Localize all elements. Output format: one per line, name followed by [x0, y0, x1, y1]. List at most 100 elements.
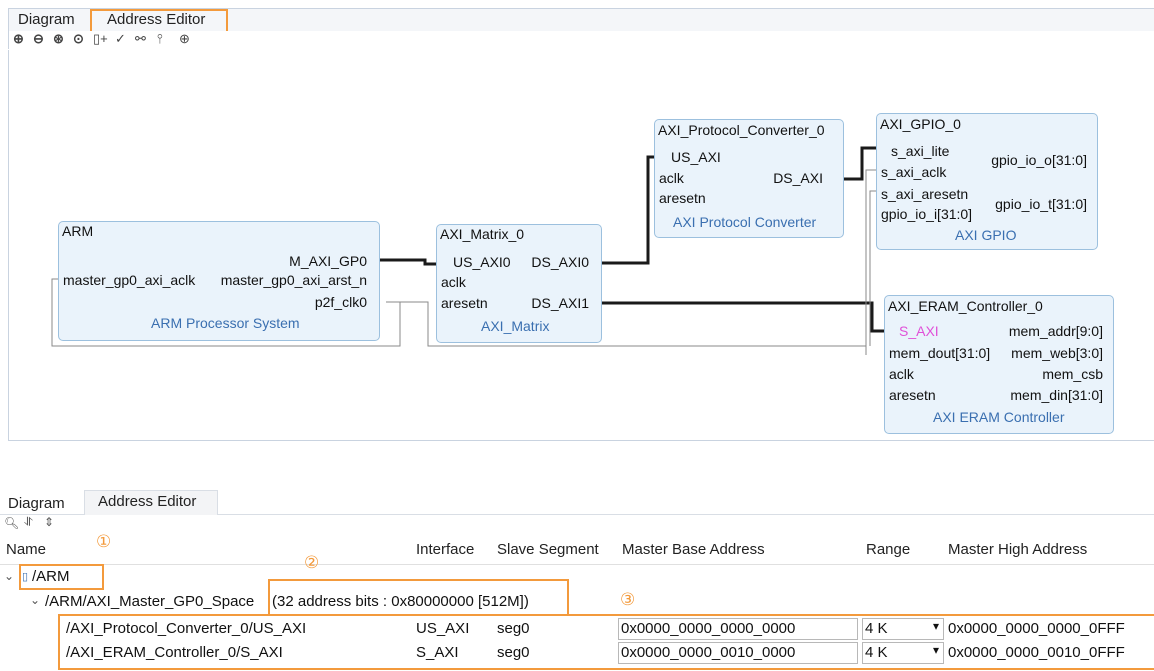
- column-master-base-address[interactable]: Master Base Address: [622, 541, 765, 558]
- range-select[interactable]: 4 K ▾: [862, 618, 944, 640]
- table-header: [0, 537, 1154, 565]
- row-name: /AXI_Protocol_Converter_0/US_AXI: [66, 620, 307, 637]
- table-row[interactable]: /AXI_ERAM_Controller_0/S_AXI S_AXI seg0 …: [0, 642, 1154, 666]
- wire-clk-loop: [51, 278, 401, 347]
- annotation-2: ②: [304, 553, 320, 572]
- tab-diagram[interactable]: Diagram: [18, 11, 75, 28]
- port-ds-axi[interactable]: DS_AXI: [773, 170, 823, 186]
- block-name: AXI_Matrix_0: [440, 226, 525, 242]
- port-us-axi0[interactable]: US_AXI0: [453, 254, 511, 270]
- expand-arm-icon[interactable]: ⌄: [4, 569, 15, 583]
- port-master-gp0-axi-aclk[interactable]: master_gp0_axi_aclk: [63, 272, 196, 288]
- range-select[interactable]: 4 K ▾: [862, 642, 944, 664]
- port-mem-din[interactable]: mem_din[31:0]: [1010, 387, 1103, 403]
- row-segment: seg0: [497, 644, 530, 661]
- port-aclk[interactable]: aclk: [441, 274, 466, 290]
- block-type: AXI ERAM Controller: [933, 409, 1065, 425]
- row-segment: seg0: [497, 620, 530, 637]
- port-s-axi[interactable]: S_AXI: [899, 323, 939, 339]
- port-mem-web[interactable]: mem_web[3:0]: [1011, 345, 1103, 361]
- row-interface: US_AXI: [416, 620, 470, 637]
- annotation-3: ③: [620, 590, 636, 609]
- zoom-fit-icon[interactable]: ⊛: [53, 31, 64, 46]
- port-ds-axi0[interactable]: DS_AXI0: [531, 254, 589, 270]
- port-master-gp0-axi-arst-n[interactable]: master_gp0_axi_arst_n: [220, 272, 367, 288]
- bottom-tab-bar: Diagram Address Editor: [0, 490, 1154, 515]
- highlight-arm: [19, 564, 104, 590]
- base-address-field[interactable]: 0x0000_0000_0010_0000: [618, 642, 858, 664]
- port-s-axi-lite[interactable]: s_axi_lite: [891, 143, 950, 159]
- expand-space-icon[interactable]: ⌄: [30, 593, 41, 607]
- port-mem-csb[interactable]: mem_csb: [1042, 366, 1103, 382]
- column-name[interactable]: Name: [6, 541, 47, 558]
- wire-arm-to-matrix: [378, 258, 436, 266]
- range-value: 4 K: [865, 644, 888, 661]
- port-m-axi-gp0[interactable]: M_AXI_GP0: [289, 253, 367, 269]
- pin-icon[interactable]: ⫯: [157, 31, 163, 46]
- block-type: AXI_Matrix: [481, 318, 550, 334]
- block-axi-matrix[interactable]: AXI_Matrix_0 US_AXI0 DS_AXI0 aclk areset…: [436, 224, 602, 343]
- wire-matrix-to-protocol: [600, 155, 660, 265]
- add-ip-icon[interactable]: ▯+: [93, 31, 108, 46]
- validate-icon[interactable]: ✓: [115, 31, 126, 46]
- tree-address-space[interactable]: /ARM/AXI_Master_GP0_Space: [45, 593, 255, 610]
- column-master-high-address[interactable]: Master High Address: [948, 541, 1088, 558]
- port-s-axi-aclk[interactable]: s_axi_aclk: [881, 164, 947, 180]
- tab-active-background: [84, 490, 218, 515]
- block-type: ARM Processor System: [151, 315, 300, 331]
- base-address-value: 0x0000_0000_0010_0000: [621, 644, 796, 661]
- port-aresetn[interactable]: aresetn: [659, 190, 706, 206]
- wire-matrix-to-eram: [600, 301, 884, 333]
- tree-root-arm[interactable]: /ARM: [32, 568, 70, 585]
- chevron-down-icon[interactable]: ▾: [932, 643, 939, 657]
- tab-diagram[interactable]: Diagram: [8, 495, 65, 512]
- zoom-area-icon[interactable]: ⊙: [73, 31, 84, 46]
- base-address-field[interactable]: 0x0000_0000_0000_0000: [618, 618, 858, 640]
- port-gpio-io-t[interactable]: gpio_io_t[31:0]: [995, 196, 1087, 212]
- row-high-address: 0x0000_0000_0010_0FFF: [948, 644, 1125, 661]
- block-axi-protocol-converter[interactable]: AXI_Protocol_Converter_0 US_AXI aclk DS_…: [654, 119, 844, 238]
- collapse-all-icon[interactable]: ⥯: [24, 515, 33, 529]
- port-mem-dout[interactable]: mem_dout[31:0]: [889, 345, 991, 361]
- block-axi-eram-controller[interactable]: AXI_ERAM_Controller_0 S_AXI mem_addr[9:0…: [884, 295, 1114, 434]
- wire-clk-bus: [400, 169, 876, 347]
- block-name: ARM: [62, 223, 94, 239]
- block-name: AXI_ERAM_Controller_0: [888, 298, 1043, 314]
- expand-all-icon[interactable]: ⇕: [44, 515, 55, 529]
- column-slave-segment[interactable]: Slave Segment: [497, 541, 599, 558]
- table-row[interactable]: /AXI_Protocol_Converter_0/US_AXI US_AXI …: [0, 618, 1154, 642]
- port-aclk[interactable]: aclk: [889, 366, 914, 382]
- port-s-axi-aresetn[interactable]: s_axi_aresetn: [881, 186, 969, 202]
- block-arm[interactable]: ARM M_AXI_GP0 master_gp0_axi_aclk master…: [58, 221, 380, 341]
- tab-address-editor[interactable]: Address Editor: [107, 11, 206, 28]
- range-value: 4 K: [865, 620, 888, 637]
- port-aresetn[interactable]: aresetn: [441, 295, 488, 311]
- highlight-address-rows: [58, 614, 1154, 670]
- diagram-toolbar: ⊕ ⊖ ⊛ ⊙ ▯+ ✓ ⚯ ⫯ ⊕: [8, 31, 1154, 49]
- port-us-axi[interactable]: US_AXI: [671, 149, 721, 165]
- zoom-in-icon[interactable]: ⊕: [13, 31, 24, 46]
- port-ds-axi1[interactable]: DS_AXI1: [531, 295, 589, 311]
- block-type: AXI GPIO: [955, 227, 1017, 243]
- chevron-down-icon[interactable]: ▾: [932, 619, 939, 633]
- block-axi-gpio[interactable]: AXI_GPIO_0 s_axi_lite s_axi_aclk gpio_io…: [876, 113, 1098, 250]
- column-interface[interactable]: Interface: [416, 541, 475, 558]
- connection-wires: [51, 146, 884, 355]
- port-p2f-clk0[interactable]: p2f_clk0: [314, 294, 367, 310]
- search-icon[interactable]: 🔍︎: [4, 516, 20, 530]
- zoom-out-icon[interactable]: ⊖: [33, 31, 44, 46]
- column-range[interactable]: Range: [866, 541, 911, 558]
- port-aresetn[interactable]: aresetn: [889, 387, 936, 403]
- block-name: AXI_GPIO_0: [880, 116, 961, 132]
- port-icon[interactable]: ⊕: [179, 31, 190, 46]
- port-aclk[interactable]: aclk: [659, 170, 684, 186]
- top-tab-bar: Diagram Address Editor: [8, 8, 1154, 31]
- port-mem-addr[interactable]: mem_addr[9:0]: [1008, 323, 1103, 339]
- port-gpio-io-o[interactable]: gpio_io_o[31:0]: [991, 152, 1087, 168]
- highlight-space-info: [268, 579, 569, 616]
- base-address-value: 0x0000_0000_0000_0000: [621, 620, 796, 637]
- port-gpio-io-i[interactable]: gpio_io_i[31:0]: [881, 206, 973, 222]
- regenerate-layout-icon[interactable]: ⚯: [135, 31, 146, 46]
- tab-address-editor[interactable]: Address Editor: [98, 493, 197, 510]
- wire-protocol-to-gpio: [842, 146, 876, 181]
